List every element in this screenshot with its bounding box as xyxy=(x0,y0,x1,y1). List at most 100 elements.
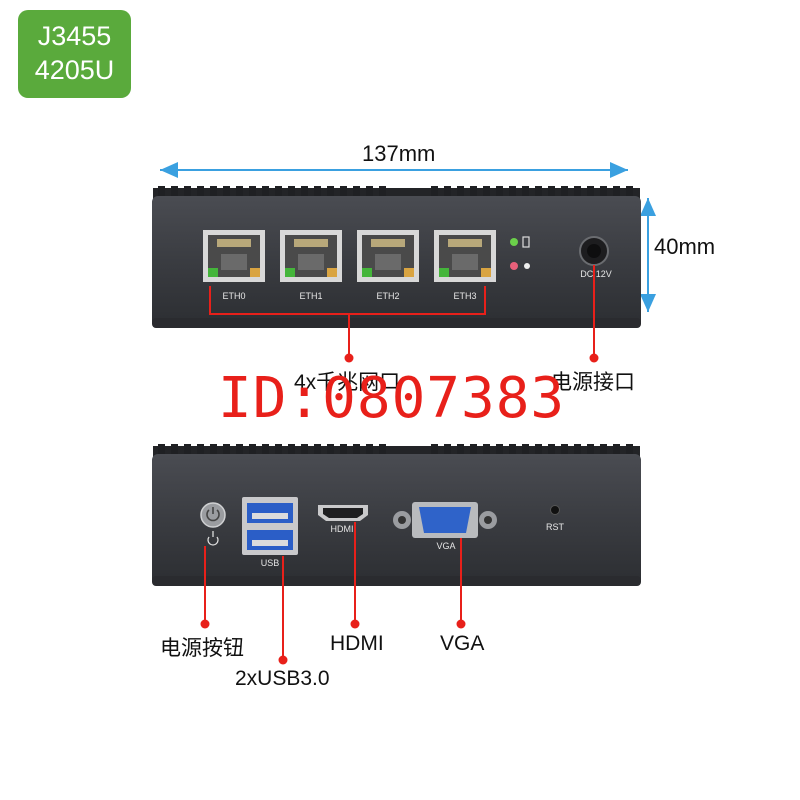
eth2-label: ETH2 xyxy=(376,291,399,301)
vga-callout-dot xyxy=(456,619,466,629)
heatsink-fin xyxy=(379,186,386,196)
hdmi-port-inner xyxy=(323,508,363,518)
height-dimension-label: 40mm xyxy=(654,234,716,259)
watermark-id: ID:0807383 xyxy=(218,366,566,431)
heatsink-fin xyxy=(522,444,529,454)
heatsink-fin xyxy=(184,444,191,454)
power-button-glyph xyxy=(206,509,220,522)
hdmi-callout-dot xyxy=(350,619,360,629)
heatsink-fin xyxy=(561,186,568,196)
heatsink-fin xyxy=(483,186,490,196)
heatsink-fin xyxy=(158,444,165,454)
dc-jack-label: DC 12V xyxy=(580,269,612,279)
rst-label: RST xyxy=(546,522,565,532)
heatsink-fin xyxy=(275,444,282,454)
eth3-label: ETH3 xyxy=(453,291,476,301)
heatsink-fin xyxy=(561,444,568,454)
status-led-green xyxy=(510,238,518,246)
badge-line-2: 4205U xyxy=(34,55,115,85)
heatsink-fin xyxy=(366,186,373,196)
heatsink-fin xyxy=(431,444,438,454)
heatsink-fin xyxy=(340,444,347,454)
heatsink-fin xyxy=(444,186,451,196)
heatsink-fin xyxy=(626,444,633,454)
hdmi-callout-label: HDMI xyxy=(330,632,384,655)
heatsink-fin xyxy=(548,444,555,454)
fin-row xyxy=(158,444,633,454)
ethernet-port-eth3 xyxy=(434,230,496,282)
badge-line-1: J3455 xyxy=(37,21,112,51)
status-led-red xyxy=(510,262,518,270)
heatsink-fin xyxy=(470,186,477,196)
heatsink-fin xyxy=(548,186,555,196)
heatsink-fin xyxy=(496,444,503,454)
usb-callout-label: 2xUSB3.0 xyxy=(235,667,330,690)
heatsink-fin xyxy=(210,186,217,196)
heatsink-fin xyxy=(184,186,191,196)
heatsink-fin xyxy=(509,444,516,454)
heatsink-fin xyxy=(158,186,165,196)
vga-callout-label: VGA xyxy=(440,632,485,655)
heatsink-fin xyxy=(262,444,269,454)
power-led-icon xyxy=(524,263,530,269)
heatsink-fin xyxy=(288,444,295,454)
heatsink-fin xyxy=(600,444,607,454)
heatsink-fin xyxy=(626,186,633,196)
lan-callout-label: 4x千兆网口 xyxy=(294,371,401,394)
power-jack-callout-label: 电源接口 xyxy=(551,371,635,394)
heatsink-fin xyxy=(444,444,451,454)
lan-callout-dot xyxy=(344,353,354,363)
disk-icon xyxy=(522,236,530,248)
usb3-ports xyxy=(242,497,298,555)
vga-label: VGA xyxy=(436,541,455,551)
ethernet-port-eth0 xyxy=(203,230,265,282)
heatsink-fin xyxy=(249,444,256,454)
heatsink-fin xyxy=(301,444,308,454)
eth1-label: ETH1 xyxy=(299,291,322,301)
lan-bracket xyxy=(209,286,486,315)
heatsink-fin xyxy=(574,186,581,196)
heatsink-fin xyxy=(249,186,256,196)
heatsink-fin xyxy=(613,186,620,196)
ethernet-port-eth1 xyxy=(280,230,342,282)
heatsink-fin xyxy=(236,186,243,196)
power-jack-callout-dot xyxy=(589,353,599,363)
heatsink-fin xyxy=(496,186,503,196)
heatsink-fin xyxy=(275,186,282,196)
heatsink-fin xyxy=(366,444,373,454)
heatsink-fin xyxy=(340,186,347,196)
heatsink-fin xyxy=(236,444,243,454)
heatsink-fin xyxy=(600,186,607,196)
heatsink-fin xyxy=(353,444,360,454)
heatsink-fin xyxy=(327,186,334,196)
heatsink-fin xyxy=(223,186,230,196)
heatsink-fin xyxy=(457,186,464,196)
width-dimension-label: 137mm xyxy=(362,141,436,166)
fin-row xyxy=(158,186,633,196)
vga-port xyxy=(393,502,497,538)
front-panel: ETH0 ETH1 ETH2 ETH3 DC 12V xyxy=(152,186,641,363)
heatsink-fin xyxy=(457,444,464,454)
power-button-callout-label: 电源按钮 xyxy=(160,637,244,660)
dc-jack-inner xyxy=(587,244,601,258)
heatsink-fin xyxy=(535,186,542,196)
power-icon xyxy=(207,536,219,546)
heatsink-fin xyxy=(587,186,594,196)
heatsink-fin xyxy=(535,444,542,454)
heatsink-fin xyxy=(223,444,230,454)
ethernet-port-eth2 xyxy=(357,230,419,282)
rear-chassis-base xyxy=(152,576,641,586)
heatsink-fin xyxy=(301,186,308,196)
heatsink-fin xyxy=(379,444,386,454)
heatsink-fin xyxy=(314,444,321,454)
usb-callout-dot xyxy=(278,655,288,665)
power-button-callout-dot xyxy=(200,619,210,629)
heatsink-fin xyxy=(587,444,594,454)
reset-button xyxy=(550,505,560,515)
heatsink-fin xyxy=(509,186,516,196)
eth0-label: ETH0 xyxy=(222,291,245,301)
power-button xyxy=(200,502,226,528)
heatsink-fin xyxy=(171,186,178,196)
heatsink-fin xyxy=(522,186,529,196)
hdmi-label: HDMI xyxy=(331,524,354,534)
